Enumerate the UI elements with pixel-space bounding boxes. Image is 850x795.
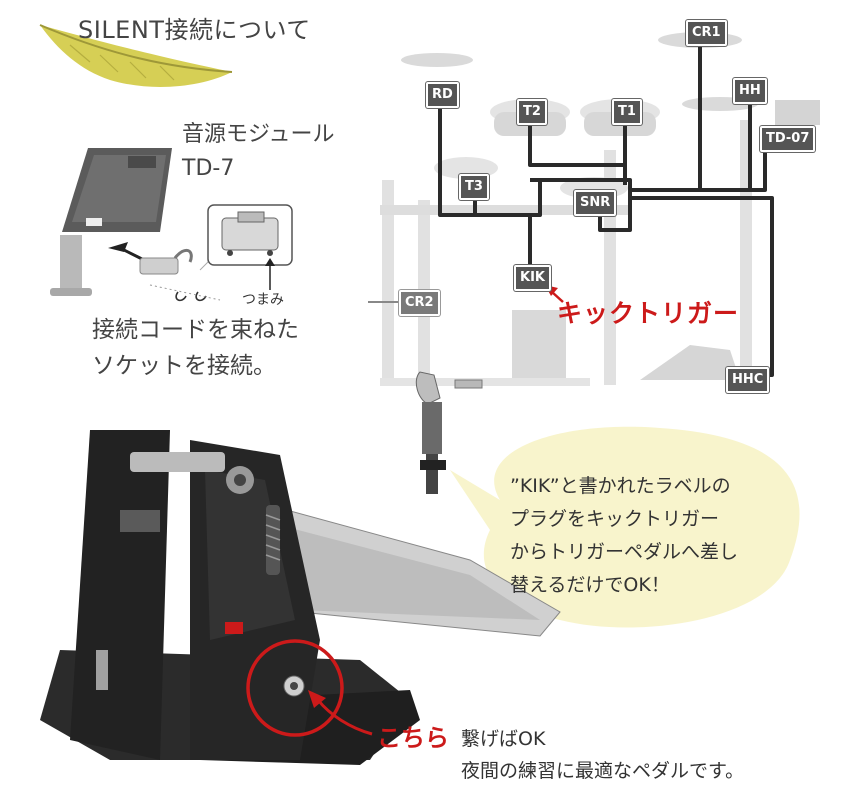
knob-arrow-icon	[265, 258, 275, 266]
kochira-label: こちら	[377, 724, 449, 752]
night-practice-text: 夜間の練習に最適なペダルです。	[461, 760, 745, 782]
kick-trigger-label: キックトリガー	[557, 299, 740, 328]
callout-line1: ”KIK”と書かれたラベルの	[510, 475, 731, 497]
tag-t1: T1	[612, 99, 642, 125]
tag-hh: HH	[733, 78, 767, 104]
input-jack-highlight	[246, 639, 344, 737]
jack-arrow-icon	[308, 690, 326, 708]
callout-bubble	[450, 426, 800, 628]
tag-cr1: CR1	[686, 20, 727, 46]
callout-text: ”KIK”と書かれたラベルの プラグをキックトリガー からトリガーペダルへ差し …	[510, 470, 738, 602]
tag-hhc: HHC	[726, 367, 770, 393]
tag-t2: T2	[517, 99, 547, 125]
module-caption-line1: 音源モジュール	[182, 122, 335, 147]
kick-pedal-image	[40, 430, 561, 765]
callout-line3: からトリガーペダルへ差し	[510, 541, 739, 563]
tag-t3: T3	[459, 174, 489, 200]
tag-rd: RD	[426, 82, 459, 108]
instruction-text: 接続コードを束ねた ソケットを接続。	[92, 312, 299, 384]
module-caption-line2: TD-7	[182, 156, 235, 181]
tag-cr2: CR2	[399, 290, 440, 316]
tag-snr: SNR	[574, 190, 617, 216]
leaf-icon	[39, 24, 233, 87]
instruction-line2: ソケットを接続。	[92, 353, 276, 379]
jack-plug-image	[415, 371, 483, 494]
module-caption: 音源モジュール TD-7	[182, 118, 334, 186]
tag-td07: TD-07	[760, 126, 816, 152]
page-title: SILENT接続について	[78, 16, 311, 44]
callout-line4: 替えるだけでOK！	[510, 574, 670, 596]
connector-plug-image	[139, 248, 221, 302]
knob-label: つまみ	[242, 292, 284, 308]
tag-kik: KIK	[514, 265, 551, 291]
instruction-line1: 接続コードを束ねた	[92, 317, 299, 343]
sound-module-image	[50, 148, 172, 296]
connect-text: 繋げばOK	[461, 728, 546, 750]
callout-line2: プラグをキックトリガー	[510, 508, 720, 530]
